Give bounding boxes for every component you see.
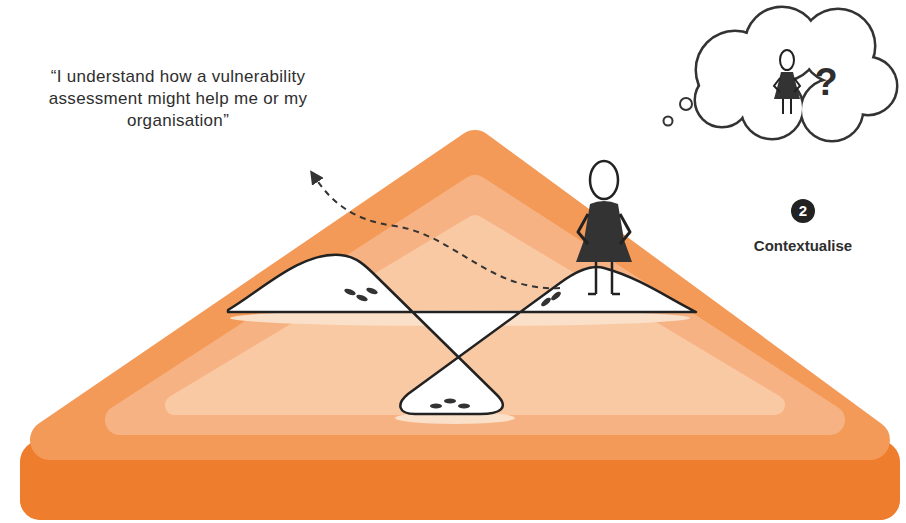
- platform-inner: [120, 190, 830, 420]
- person-figure: [576, 161, 632, 294]
- platform-top: [50, 150, 870, 440]
- thought-cloud: [664, 8, 897, 140]
- callout-number: 2: [791, 199, 815, 223]
- loop-path: [228, 255, 696, 414]
- step-title: Contextualise: [733, 236, 873, 256]
- footsteps: [343, 287, 562, 409]
- dashed-arrow: [314, 176, 560, 288]
- quote-text: “I understand how a vulnerability assess…: [42, 66, 314, 132]
- question-mark: ?: [808, 58, 844, 107]
